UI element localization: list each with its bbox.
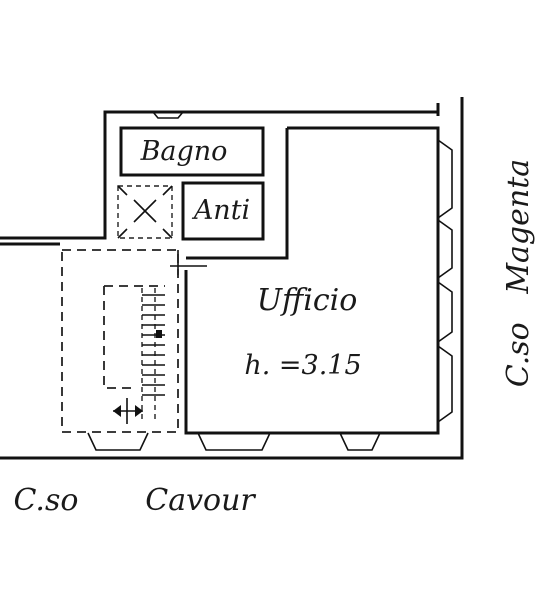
street-cavour-label: Cavour (145, 483, 256, 518)
height-label: h. =3.15 (244, 350, 361, 381)
anti-room: Anti (181, 181, 265, 241)
bottom-openings (87, 432, 381, 451)
stair-area (61, 249, 179, 433)
street-cso-label: C.so (14, 483, 79, 518)
anti-label: Anti (191, 195, 250, 226)
street-magenta-label: C.so Magenta (501, 159, 536, 387)
shaft-box (117, 185, 173, 239)
bagno-room: Bagno (119, 111, 265, 177)
outer-walls (0, 97, 464, 460)
ufficio-label: Ufficio (257, 283, 358, 318)
right-windows (437, 139, 453, 423)
bagno-label: Bagno (140, 136, 228, 167)
